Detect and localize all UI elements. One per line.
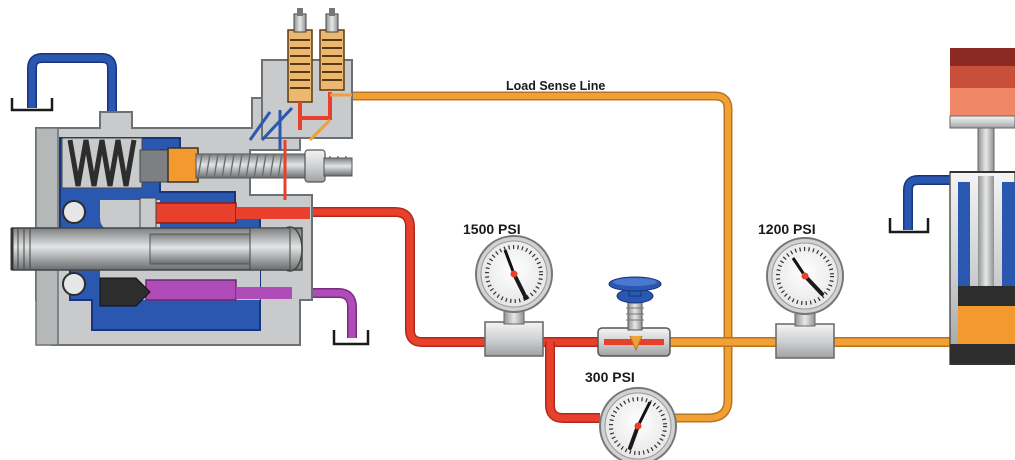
tank-symbol-icon — [332, 330, 370, 346]
compensator-valves — [248, 8, 353, 200]
spring-icon — [61, 137, 143, 189]
variable-displacement-pump — [10, 97, 353, 346]
load-sense-line-label: Load Sense Line — [506, 79, 605, 93]
pressure-gauge-icon — [766, 237, 844, 359]
pressure-differential-label: 300 PSI — [585, 369, 635, 385]
needle-valve-icon — [597, 276, 671, 357]
load-sense-pipe — [352, 91, 733, 423]
pressure-gauge-icon — [475, 235, 553, 357]
hydraulic-cylinder-icon — [949, 48, 1015, 365]
tank-symbol-icon — [10, 98, 54, 112]
pressure-gauge-icon — [599, 387, 677, 460]
tank-symbol-icon — [888, 218, 930, 234]
pump-pressure-label: 1500 PSI — [463, 221, 521, 237]
load-pressure-label: 1200 PSI — [758, 221, 816, 237]
pressure-pipe — [310, 207, 600, 423]
cylinder-return-pipe — [903, 175, 950, 230]
return-pipe — [27, 53, 117, 112]
case-drain-pipe — [290, 288, 357, 338]
